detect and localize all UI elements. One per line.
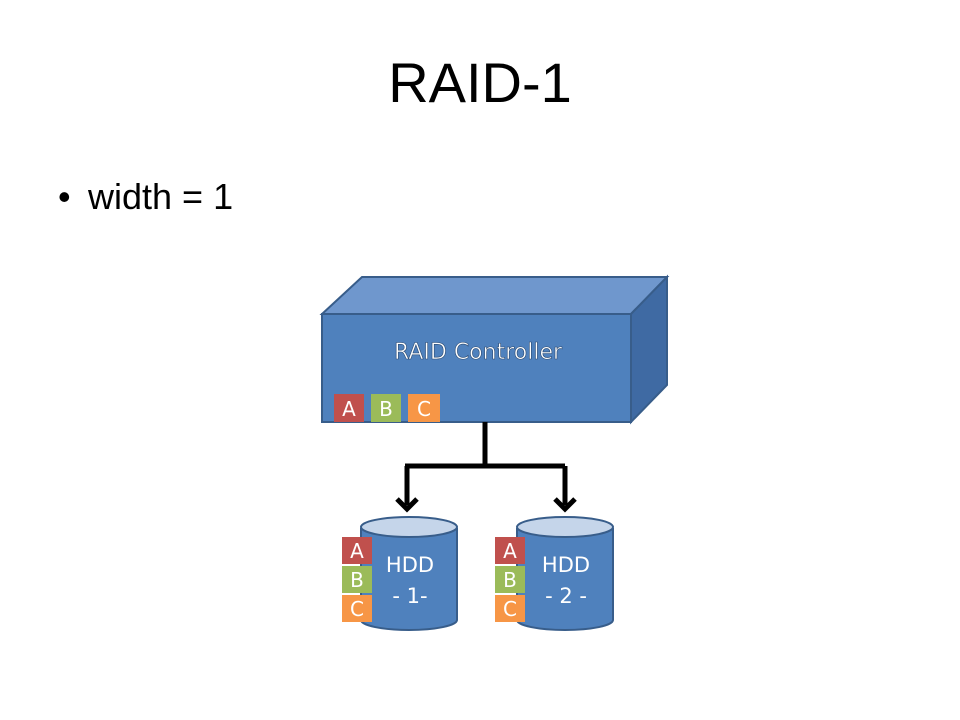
- hdd-2: HDD - 2 - A B C: [495, 516, 614, 631]
- controller-label: RAID Controller: [394, 340, 563, 365]
- hdd-1-block-c-label: C: [350, 597, 364, 621]
- controller-block-b: [371, 394, 401, 422]
- controller-front-face: [321, 313, 632, 423]
- bullet-item: • width = 1: [58, 176, 233, 218]
- hdd-1: HDD - 1- A B C: [342, 516, 458, 631]
- arrow-head-left: [395, 497, 419, 513]
- hdd-2-block-b-label: B: [503, 568, 517, 592]
- hdd-1-top: [360, 516, 458, 538]
- hdd-1-body: [360, 528, 458, 631]
- hdd-1-label-line1: HDD: [386, 553, 434, 577]
- hdd-1-block-a: [342, 537, 372, 564]
- controller-top-face: [319, 276, 670, 315]
- hdd-1-block-c: [342, 595, 372, 622]
- hdd-1-block-b-label: B: [350, 568, 364, 592]
- hdd-1-block-a-label: A: [350, 539, 364, 563]
- controller-block-b-label: B: [379, 397, 393, 421]
- controller-block-c: [408, 394, 440, 422]
- hdd-1-block-b: [342, 566, 372, 593]
- slide-title: RAID-1: [388, 51, 572, 114]
- controller-block-c-label: C: [417, 397, 431, 421]
- hdd-2-block-c: [495, 595, 525, 622]
- hdd-2-block-c-label: C: [503, 597, 517, 621]
- raid-controller: RAID Controller A B C: [319, 274, 670, 425]
- connector-lines: [395, 422, 577, 513]
- bullet-marker: •: [58, 176, 71, 217]
- hdd-2-top: [516, 516, 614, 538]
- arrow-head-right: [553, 497, 577, 513]
- hdd-2-label-line2: - 2 -: [545, 584, 587, 608]
- hdd-2-block-b: [495, 566, 525, 593]
- controller-block-a-label: A: [342, 397, 356, 421]
- bullet-text: width = 1: [88, 176, 234, 217]
- hdd-2-body: [516, 528, 614, 631]
- hdd-1-label-line2: - 1-: [392, 584, 427, 608]
- hdd-2-block-a-label: A: [503, 539, 517, 563]
- hdd-2-block-a: [495, 537, 525, 564]
- controller-block-a: [334, 394, 364, 422]
- hdd-2-label-line1: HDD: [542, 553, 590, 577]
